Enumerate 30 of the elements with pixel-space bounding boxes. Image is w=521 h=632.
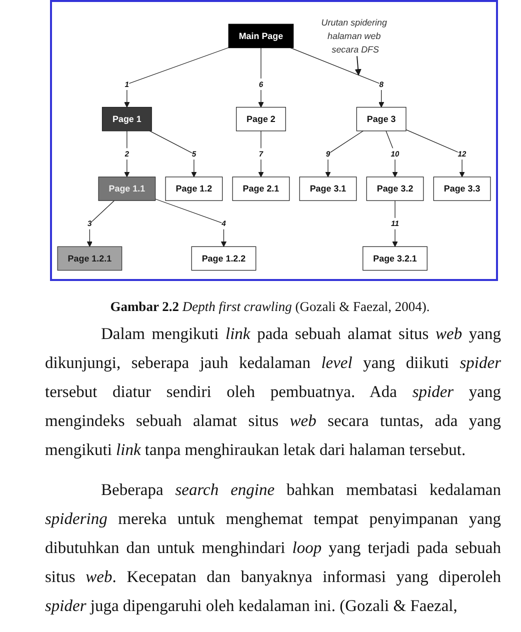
page-box: Page 2 <box>236 106 286 132</box>
page-box: Page 1.2.2 <box>191 246 256 271</box>
arrow <box>406 129 465 178</box>
page-box: Page 1.2 <box>165 176 223 201</box>
arrow <box>386 130 398 178</box>
page-box: Page 3.1 <box>299 176 357 201</box>
page-box: Page 2.1 <box>232 176 290 201</box>
arrow <box>258 130 264 178</box>
body-paragraph: Beberapa search engine bahkan membatasi kedalaman spidering mereka untuk menghemat tempat penyimpanan yang dibutuhkan dan untuk menghindari loop yang terjadi pada sebuah situs web. Kecepatan dan banyaknya informasi yang diperoleh spider juga dipengaruhi oleh kedalaman ini. (Gozali & Faezal, <box>45 479 501 617</box>
arrow <box>258 47 264 108</box>
page-box: Page 3.2.1 <box>362 246 428 271</box>
page-box: Page 3.2 <box>366 176 424 201</box>
page-box: Page 1 <box>102 106 152 132</box>
page-box: Page 1.1 <box>98 176 156 201</box>
arrow <box>124 130 130 178</box>
page-box: Page 3.3 <box>433 176 491 201</box>
annotation-text: Urutan spidering halaman web secara DFS <box>321 17 387 54</box>
arrow <box>149 130 197 178</box>
arrow <box>290 47 384 108</box>
arrow <box>155 198 227 247</box>
arrow <box>325 130 364 178</box>
body-paragraph: Dalam mengikuti link pada sebuah alamat situs web yang dikunjungi, seberapa jauh kedalaman level yang diikuti spider tersebut diatur sendiri oleh pembuatnya. Ada spider yang mengindeks sebuah alamat situs web secara tuntas, ada yang mengikuti link tanpa menghiraukan letak dari halaman tersebut. <box>45 323 501 461</box>
page-box: Page 3 <box>356 106 406 132</box>
page-box: Page 1.2.1 <box>57 246 122 271</box>
arrow <box>124 47 229 108</box>
leader-arrow <box>354 56 362 76</box>
arrow <box>392 200 398 247</box>
figure-caption: Gambar 2.2 Depth first crawling (Gozali & Faezal, 2004). <box>109 298 431 315</box>
arrow <box>86 200 115 247</box>
page-box: Main Page <box>228 24 294 48</box>
